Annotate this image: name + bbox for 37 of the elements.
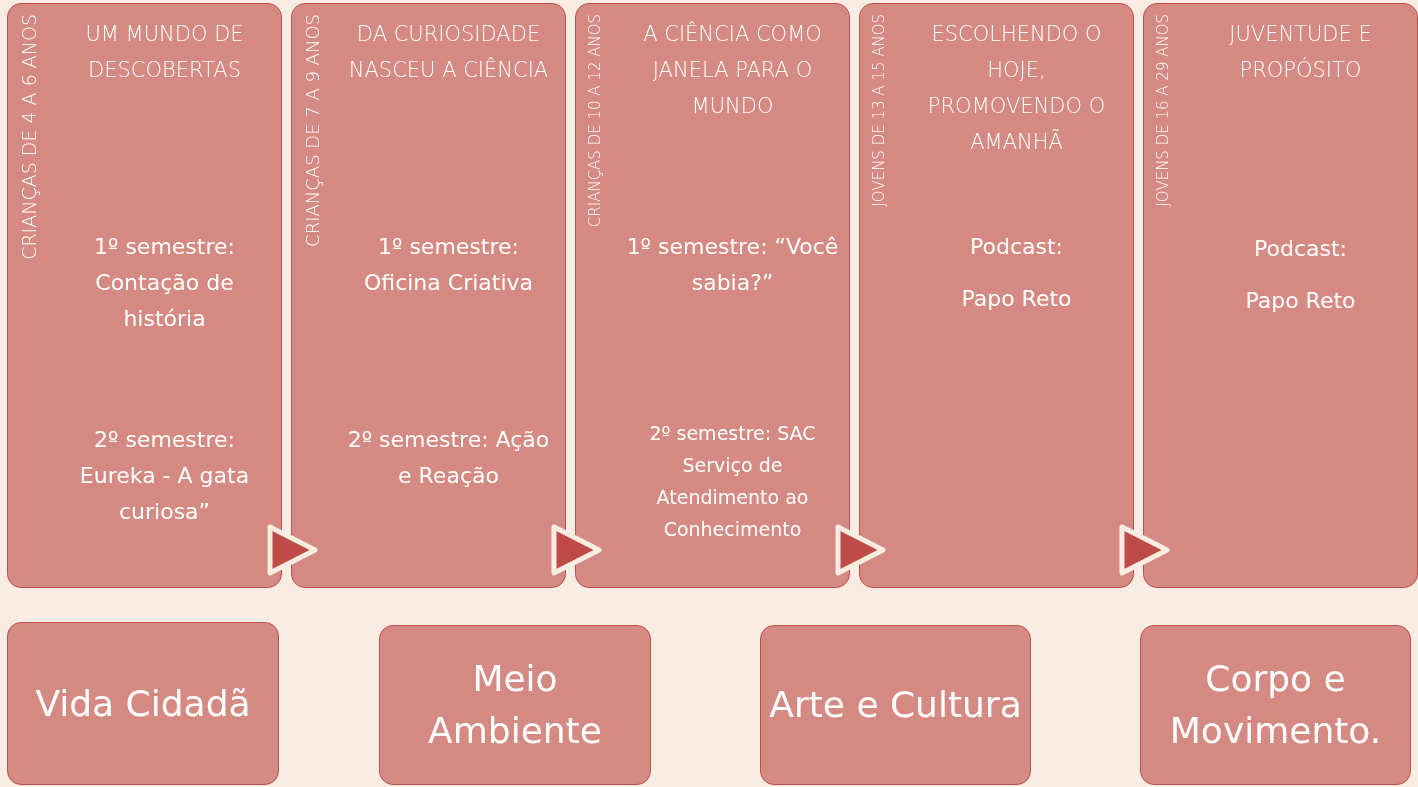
theme-title: Meio Ambiente	[427, 657, 603, 753]
stage-column	[291, 3, 566, 588]
activity-text: 1º semestre: Oficina Criativa	[362, 233, 534, 297]
stage-column	[575, 3, 850, 588]
stage-column	[859, 3, 1134, 588]
arrow	[835, 524, 886, 576]
theme-title: Corpo e Movimento.	[1168, 657, 1383, 753]
arrow	[551, 524, 602, 576]
activity-text: 2º semestre: Ação e Reação	[346, 426, 551, 490]
age-group-label: CRIANÇAS DE 7 A 9 ANOS	[302, 14, 323, 247]
stage-heading: DA CURIOSIDADE NASCEU A CIÊNCIA	[347, 21, 550, 84]
arrow	[267, 524, 318, 576]
arrow	[1119, 524, 1170, 576]
stage-column	[1143, 3, 1418, 588]
stage-heading: UM MUNDO DE DESCOBERTAS	[84, 21, 245, 84]
activity-text: 1º semestre: “Você sabia?”	[625, 233, 840, 297]
age-group-label: CRIANÇAS DE 10 A 12 ANOS	[586, 14, 604, 228]
activity-text: 1º semestre: Contação de história	[93, 233, 236, 333]
age-group-label: CRIANÇAS DE 4 A 6 ANOS	[18, 14, 40, 260]
activity-text: Podcast:	[1253, 235, 1348, 263]
stage-column	[7, 3, 282, 588]
theme-box	[379, 625, 651, 785]
age-group-label: JOVENS DE 13 A 15 ANOS	[870, 14, 888, 207]
activity-text: Papo Reto	[960, 285, 1073, 313]
theme-box	[7, 622, 279, 785]
activity-text: 2º semestre: SAC Serviço de Atendimento ao Conhecimento	[648, 421, 817, 542]
theme-box	[1140, 625, 1411, 785]
theme-title: Arte e Cultura	[768, 683, 1023, 727]
age-group-label: JOVENS DE 16 A 29 ANOS	[1154, 14, 1172, 207]
theme-box	[760, 625, 1031, 785]
theme-title: Vida Cidadã	[34, 681, 252, 726]
activity-text: Podcast:	[969, 233, 1064, 261]
stage-heading: ESCOLHENDO O HOJE, PROMOVENDO O AMANHÃ	[926, 21, 1107, 156]
stage-heading: A CIÊNCIA COMO JANELA PARA O MUNDO	[642, 20, 823, 120]
stage-heading: JUVENTUDE E PROPÓSITO	[1228, 21, 1373, 84]
activity-text: 2º semestre: Eureka - A gata curiosa”	[78, 426, 251, 526]
activity-text: Papo Reto	[1244, 287, 1357, 315]
